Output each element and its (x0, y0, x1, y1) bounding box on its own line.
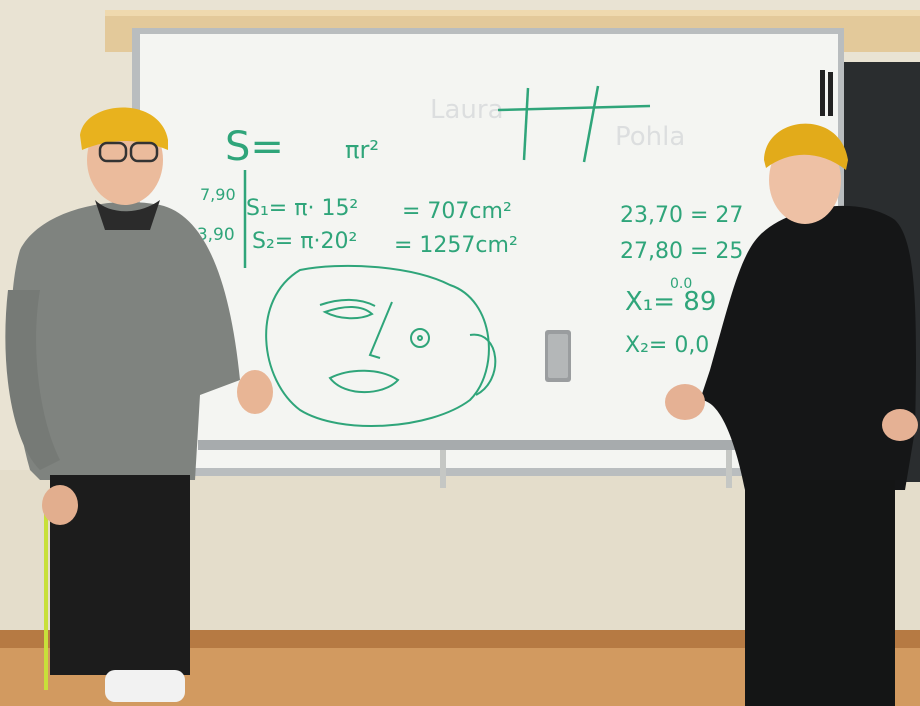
tray-bracket (726, 450, 732, 488)
glasses (129, 141, 159, 163)
formula-pi-r2: πr² (345, 136, 379, 164)
person-left (5, 107, 273, 702)
row2-result: = 1257cm² (394, 233, 518, 258)
sweater-left (11, 202, 240, 480)
formula-s: S= (225, 124, 284, 170)
marker-black (820, 70, 825, 116)
thumb-hand-left (237, 370, 273, 414)
ghost-text: Laura (430, 95, 504, 125)
beanie-right (764, 123, 848, 170)
cross-mark (497, 85, 651, 163)
right-row2: 27,80 = 25 (620, 239, 743, 264)
row1-prefix: 7,90 (200, 185, 236, 204)
person-right (665, 123, 918, 706)
row2-equation: S₂= π·20² (252, 229, 357, 254)
x2-value: X₂= 0,0 (625, 333, 709, 358)
floor-skirting (0, 630, 920, 648)
sleeve-left (5, 290, 60, 470)
ghost-text: Pohla (615, 122, 685, 152)
collar (95, 200, 160, 230)
marker-black (828, 72, 833, 116)
x1-superscript: 0.0 (670, 276, 692, 292)
pants-right (745, 480, 895, 706)
glasses (98, 141, 128, 163)
row1-result: = 707cm² (402, 199, 512, 224)
right-row1: 23,70 = 27 (620, 203, 743, 228)
marker-tray (198, 440, 848, 450)
hand-right (882, 409, 918, 441)
thumb-hand-right (665, 384, 705, 420)
face-right (769, 136, 841, 224)
hoodie-right (700, 205, 916, 491)
tray-bracket (440, 450, 446, 488)
wood-shelf-highlight (105, 10, 920, 16)
pants-stripe (44, 510, 48, 690)
beanie-left (80, 107, 168, 150)
x1-value: X₁= 89 (625, 287, 716, 317)
eraser-face (548, 334, 568, 378)
face-doodle (265, 264, 497, 428)
row1-equation: S₁= π· 15² (246, 196, 358, 221)
sneaker (105, 670, 185, 702)
hand-left (42, 485, 78, 525)
